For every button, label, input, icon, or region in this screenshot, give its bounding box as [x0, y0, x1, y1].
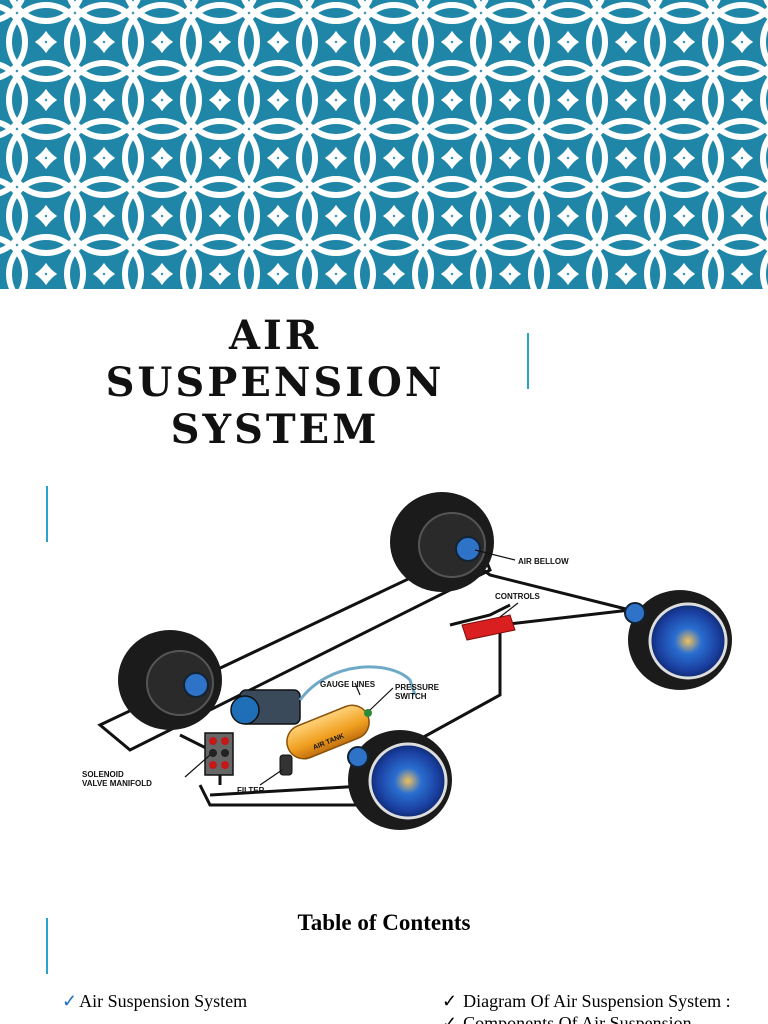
- label-pressure: PRESSURE: [395, 683, 440, 692]
- controls-box: [461, 614, 516, 641]
- label-filter: FILTER: [237, 786, 265, 795]
- accent-line-bottom: [46, 918, 48, 974]
- toc-item-diagram[interactable]: ✓Diagram Of Air Suspension System :: [442, 991, 731, 1012]
- toc-item-air-suspension-system[interactable]: ✓Air Suspension System: [62, 991, 247, 1012]
- check-icon: ✓: [62, 991, 78, 1011]
- toc-item-label: Components Of Air Suspension: [463, 1013, 692, 1024]
- gauge-lines-hose: [298, 665, 417, 701]
- filter: [279, 754, 293, 776]
- toc-heading: Table of Contents: [297, 910, 471, 935]
- rear-right-wheel: [624, 590, 732, 690]
- label-valve-manifold: VALVE MANIFOLD: [82, 779, 152, 788]
- front-right-wheel: [347, 730, 452, 830]
- leader-lines: [184, 549, 519, 786]
- header-pattern-banner: [0, 0, 768, 289]
- check-icon: ✓: [442, 991, 458, 1011]
- check-icon: ✓: [442, 1013, 458, 1024]
- label-switch: SWITCH: [395, 692, 427, 701]
- solenoid-valve-manifold: [204, 732, 234, 776]
- slide-title: AIR SUSPENSION SYSTEM: [105, 312, 445, 453]
- pressure-switch: [364, 709, 372, 717]
- toc-item-label: Diagram Of Air Suspension System :: [463, 991, 731, 1011]
- rear-left-wheel: [390, 492, 494, 592]
- label-air-bellow: AIR BELLOW: [518, 557, 569, 566]
- label-gauge-lines: GAUGE LINES: [320, 680, 376, 689]
- toc-item-components[interactable]: ✓ Components Of Air Suspension: [442, 1013, 692, 1024]
- accent-line-top: [527, 333, 529, 389]
- label-solenoid: SOLENOID: [82, 770, 124, 779]
- accent-line-middle: [46, 486, 48, 542]
- circle-pattern: [0, 0, 768, 289]
- front-left-wheel: [118, 630, 222, 730]
- toc-item-label: Air Suspension System: [79, 991, 248, 1011]
- air-suspension-diagram: AIR BELLOW CONTROLS GAUGE LINES PRESSURE…: [82, 492, 732, 830]
- label-controls: CONTROLS: [495, 592, 541, 601]
- compressor: [230, 689, 301, 725]
